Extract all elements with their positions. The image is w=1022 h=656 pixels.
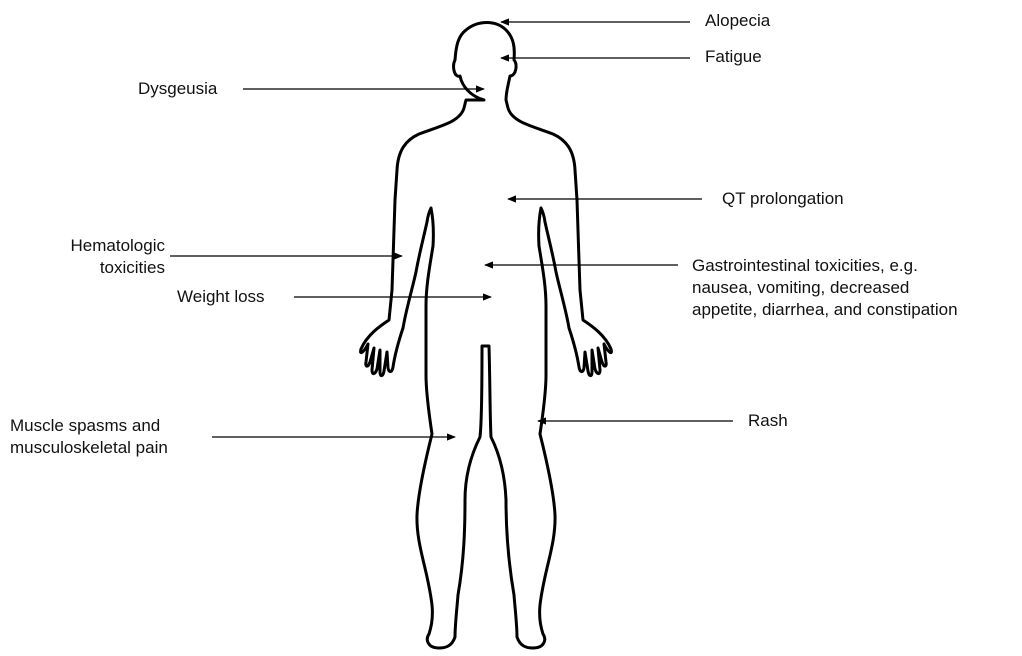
rash-label: Rash <box>748 410 788 432</box>
hematologic-label-line-2: toxicities <box>41 257 165 279</box>
muscle-label-line-1: Muscle spasms and <box>10 415 168 437</box>
qt-prolongation-label: QT prolongation <box>722 188 844 210</box>
muscle-label-line-2: musculoskeletal pain <box>10 437 168 459</box>
dysgeusia-label: Dysgeusia <box>138 78 217 100</box>
gastrointestinal-label: Gastrointestinal toxicities, e.g. nausea… <box>692 255 958 321</box>
human-body-outline <box>361 23 612 649</box>
gastrointestinal-label-line-1: Gastrointestinal toxicities, e.g. <box>692 255 958 277</box>
weight-loss-label: Weight loss <box>177 286 265 308</box>
alopecia-label: Alopecia <box>705 10 770 32</box>
muscle-label: Muscle spasms and musculoskeletal pain <box>10 415 168 459</box>
fatigue-label: Fatigue <box>705 46 762 68</box>
gastrointestinal-label-line-3: appetite, diarrhea, and constipation <box>692 299 958 321</box>
hematologic-label-line-1: Hematologic <box>41 235 165 257</box>
hematologic-label: Hematologic toxicities <box>41 235 165 279</box>
gastrointestinal-label-line-2: nausea, vomiting, decreased <box>692 277 958 299</box>
